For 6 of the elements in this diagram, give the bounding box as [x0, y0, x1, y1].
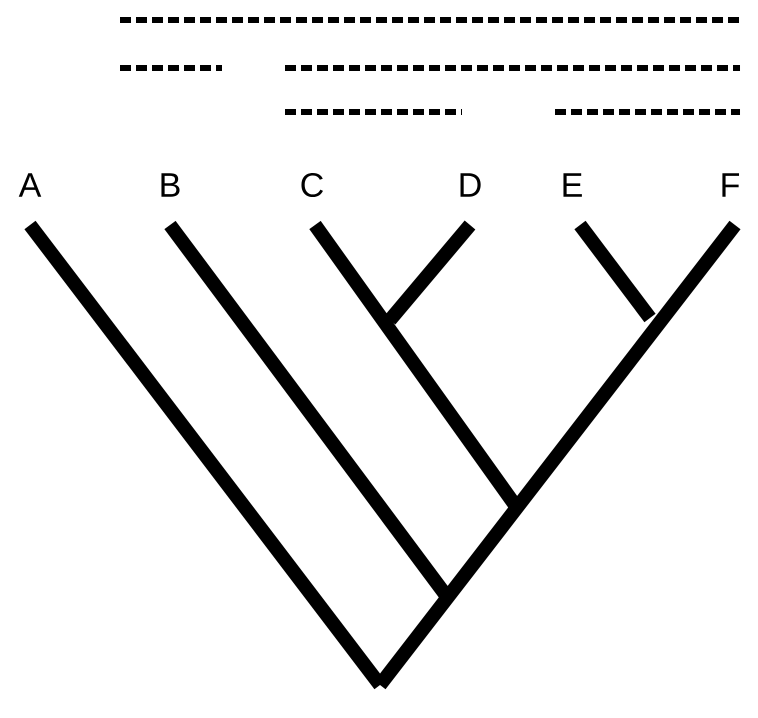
taxon-label: C — [301, 172, 323, 198]
taxon-label: D — [460, 173, 481, 197]
taxon-label: B — [161, 173, 180, 197]
taxon-label: F — [722, 173, 740, 197]
taxon-label: A — [18, 173, 42, 197]
taxon-label: E — [563, 173, 582, 197]
